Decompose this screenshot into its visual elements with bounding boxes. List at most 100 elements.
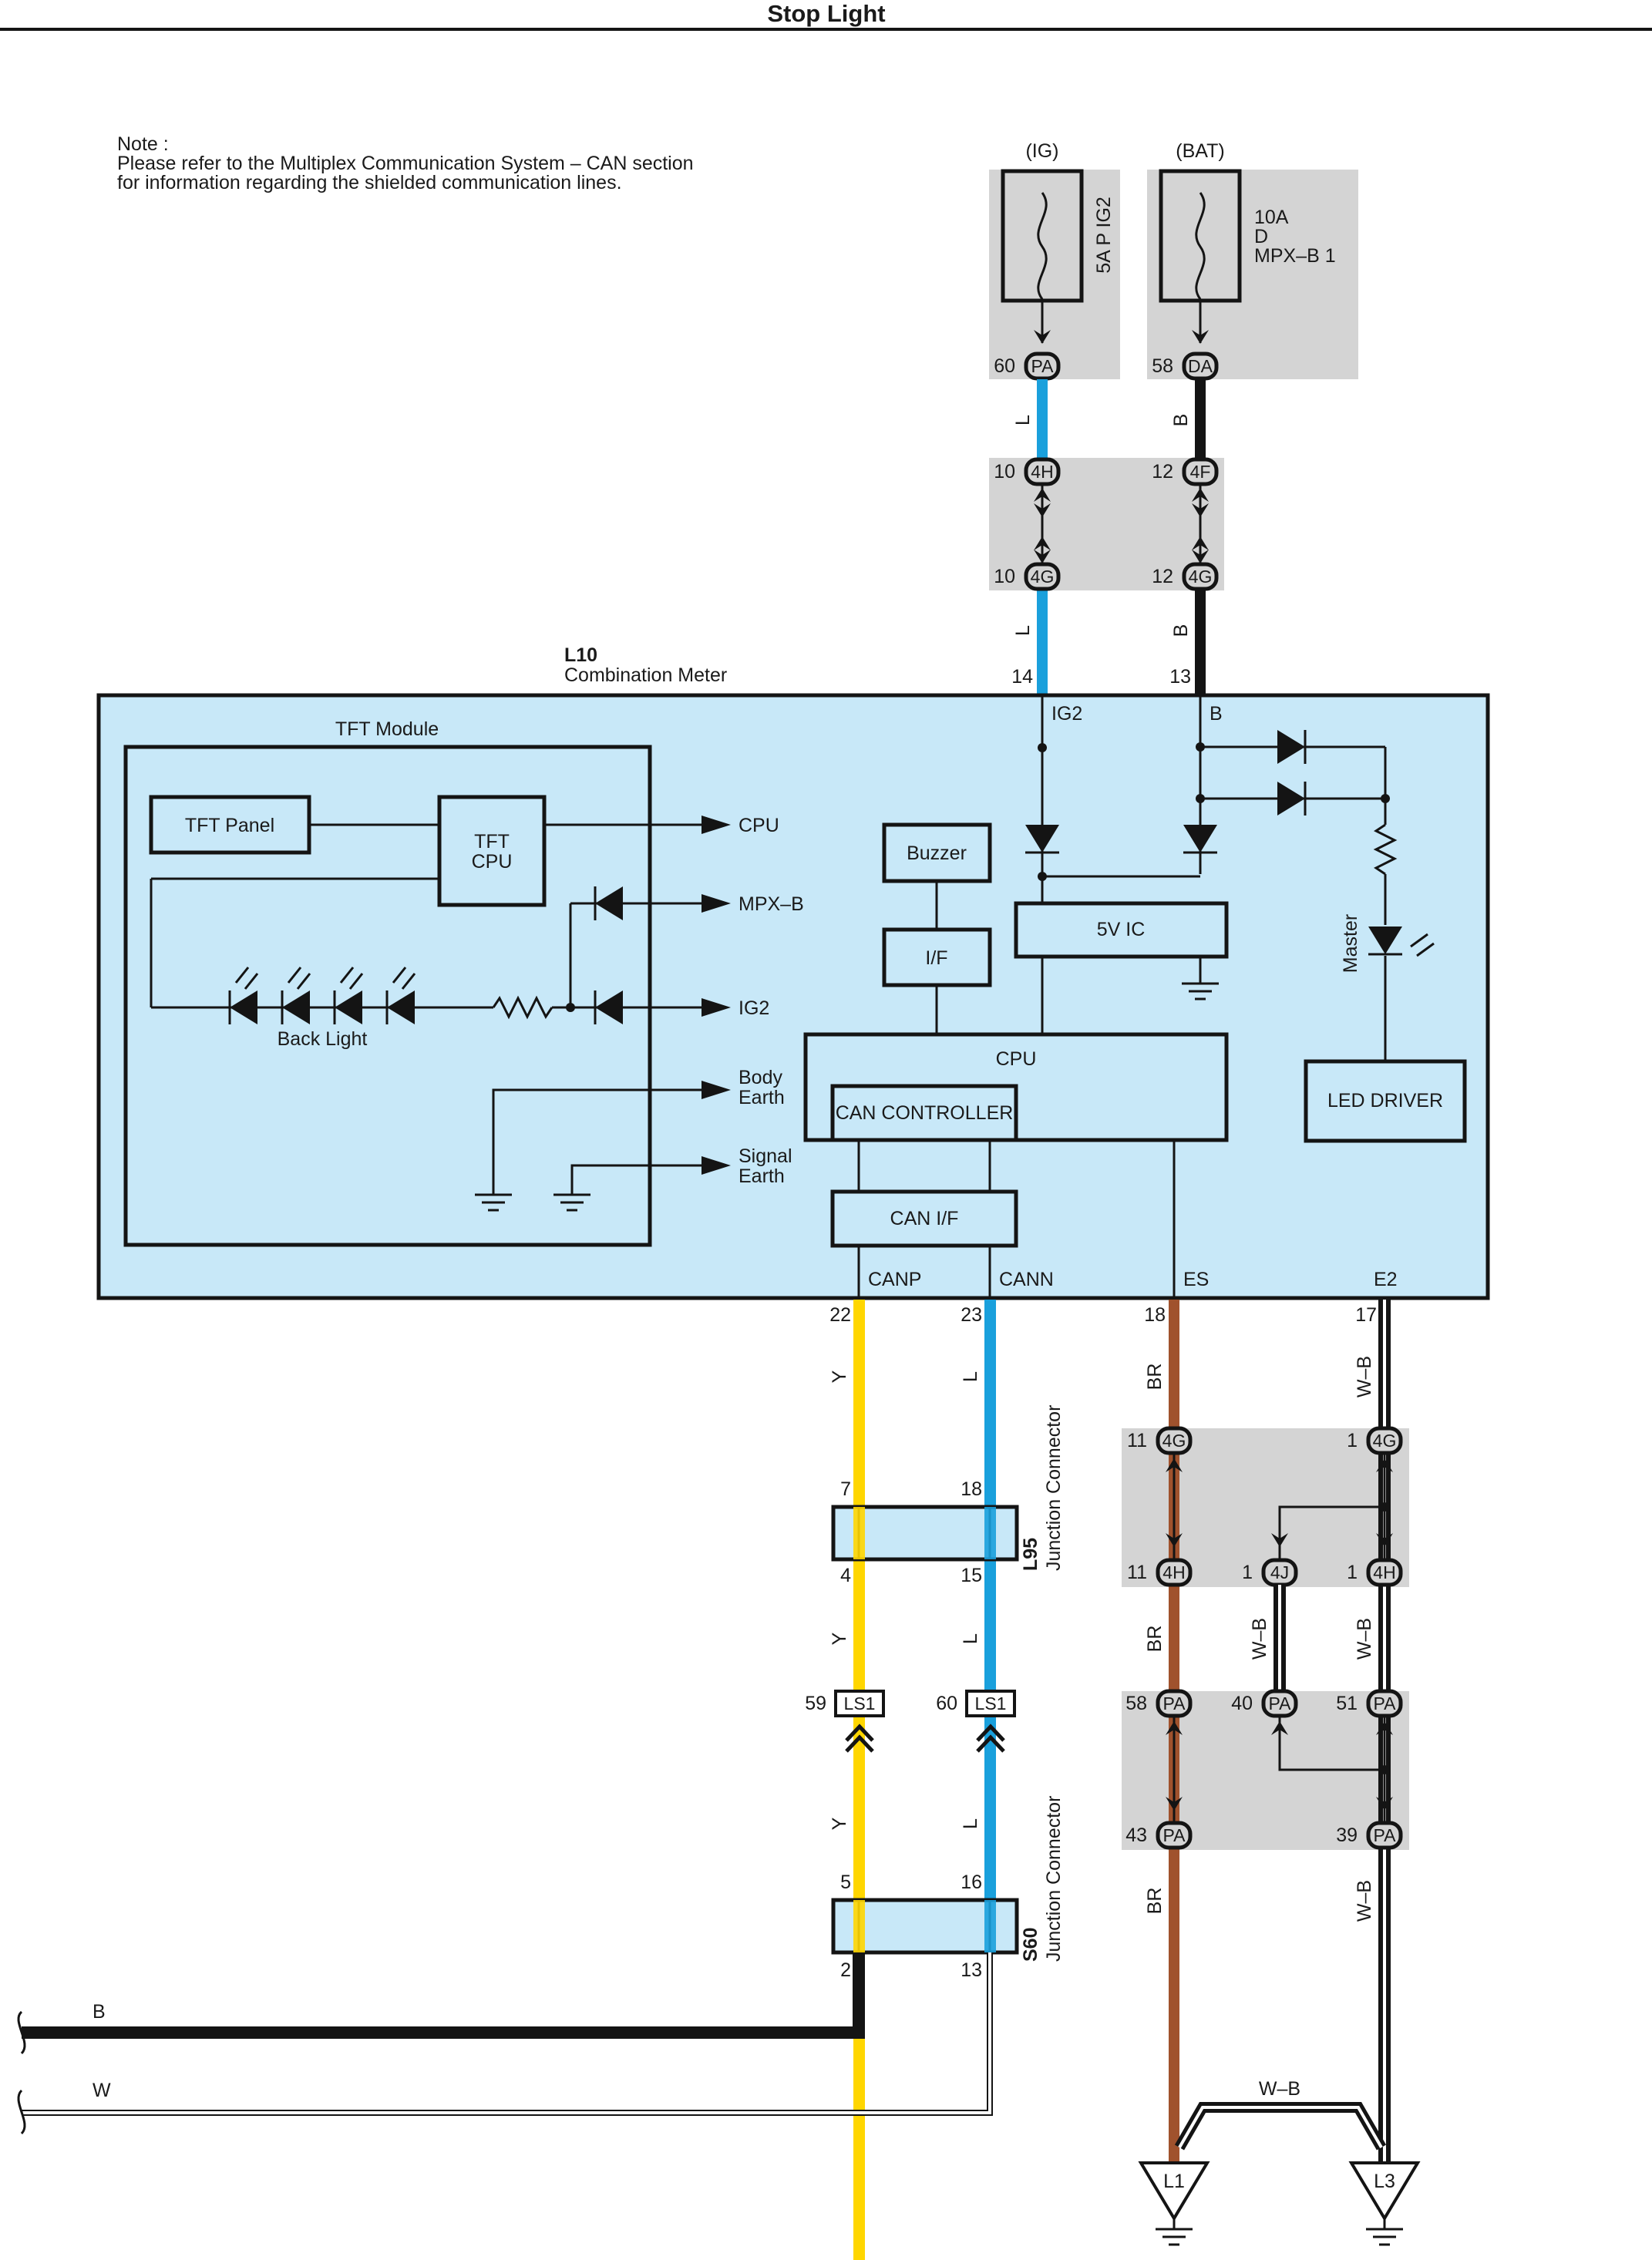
master-label: Master [1340,914,1361,973]
fuse-ig-connector: PA [1031,356,1055,376]
tft-cpu-label-2: CPU [472,851,513,873]
wire-l-cann [984,1300,996,1918]
pin-number: 15 [961,1565,982,1586]
wire-break-icon [17,2010,26,2055]
connector-ls1: 59 LS1 60 LS1 [805,1690,1016,1753]
wire-label-br: BR [1144,1364,1166,1391]
ground-l1-label: L1 [1163,2171,1185,2192]
arrow-icon [702,816,731,834]
wire-label-b: B [1170,414,1192,427]
tft-module-title: TFT Module [335,718,439,740]
note-line-1: Please refer to the Multiplex Communicat… [117,153,694,174]
interface-label: I/F [925,947,947,969]
tft-module [123,745,652,1247]
pin-number: 17 [1355,1304,1377,1326]
pin-number: 10 [994,566,1015,587]
ground-l3-label: L3 [1374,2171,1395,2192]
terminal-es: ES [1183,1269,1209,1290]
pin-number: 60 [936,1693,957,1714]
pin-number: 11 [1127,1430,1147,1451]
tft-output-body-2: Earth [739,1087,785,1108]
pin-number: 11 [1127,1562,1147,1583]
note-line-2: for information regarding the shielded c… [117,172,622,193]
wire-label-wb: W–B [1354,1618,1375,1660]
wire-label-l: L [1012,415,1034,425]
cpu-label: CPU [996,1048,1037,1070]
connector-id: 4G [1373,1431,1397,1451]
wire-label-br: BR [1144,1626,1166,1653]
pin-number: 40 [1231,1693,1253,1714]
ground-icon [1154,2217,1194,2246]
ground-point-l3: L3 [1348,2161,1421,2246]
pin-number: 1 [1347,1430,1358,1451]
fuse-ig-rating: 5A P IG2 [1093,197,1115,274]
connector-id: 4H [1162,1562,1185,1582]
terminal-canp: CANP [868,1269,921,1290]
pin-number: 12 [1152,461,1173,483]
pin-number: 18 [1144,1304,1166,1326]
tft-output-signal-1: Signal [739,1145,792,1167]
wire-label-y: Y [829,1632,850,1645]
junction-s60-name: Junction Connector [1043,1796,1065,1962]
pin-number: 1 [1347,1562,1358,1583]
connector-id: 4H [1031,462,1053,482]
wire-break-icon [17,2089,26,2135]
page-title: Stop Light [767,0,885,27]
wire-label-wb: W–B [1259,2078,1300,2100]
wire-label-wb: W–B [1354,1880,1375,1922]
wire-b-out [22,1952,865,2039]
pin-number: 7 [840,1478,851,1500]
fuse-bat-connector: DA [1188,356,1213,376]
terminal-ig2: IG2 [1051,703,1082,725]
pin-number: 13 [1169,666,1191,688]
arrow-icon [702,894,731,913]
pin-number: 4 [840,1565,851,1586]
tft-output-signal-2: Earth [739,1165,785,1187]
tft-output-mpxb: MPX–B [739,893,804,915]
ic-5v-label: 5V IC [1097,919,1146,940]
pin-number: 43 [1125,1824,1147,1846]
fuse-bat: (BAT) 10A D MPX–B 1 58 DA [1147,140,1358,381]
connector-id: 4H [1373,1562,1395,1582]
meter-name: Combination Meter [564,664,727,686]
buzzer-label: Buzzer [907,842,967,864]
pin-number: 14 [1011,666,1033,688]
connector-id: LS1 [975,1693,1007,1713]
pin-number: 39 [1336,1824,1358,1846]
connector-id: PA [1374,1693,1397,1713]
wire-label-l: L [1012,625,1034,636]
arrow-icon [702,1081,731,1099]
tft-output-cpu: CPU [739,815,779,836]
fuse-bat-rating: 10A [1254,207,1289,228]
wire-label-w: W [93,2080,111,2101]
back-light-label: Back Light [278,1028,368,1050]
tft-cpu-label-1: TFT [474,831,510,853]
fuse-icon [1037,192,1048,300]
pin-number: 59 [805,1693,826,1714]
pin-number: 51 [1336,1693,1358,1714]
tft-output-body-1: Body [739,1067,782,1088]
back-light-leds [228,967,416,1026]
pin-number: 16 [961,1872,982,1893]
connector-id: 4G [1031,567,1055,587]
junction-l95-id: L95 [1020,1538,1041,1571]
can-controller-label: CAN CONTROLLER [836,1102,1014,1124]
pin-number: 1 [1242,1562,1253,1583]
connector-id: 4F [1190,462,1211,482]
fuse-bat-pin: 58 [1152,355,1173,377]
terminal-e2: E2 [1374,1269,1398,1290]
led-driver [1304,1059,1467,1143]
junction-s60-id: S60 [1020,1928,1041,1962]
fuse-icon [1195,192,1206,300]
wire-wb-middle [1273,1585,1286,1691]
pin-number: 58 [1125,1693,1147,1714]
ground-icon [1364,2217,1405,2246]
wire-y-canp [853,1300,865,2260]
connector-id: PA [1374,1825,1397,1845]
tft-cpu [437,795,547,907]
wire-label-b: B [93,2001,106,2023]
wire-label-wb: W–B [1354,1356,1375,1397]
light-rays-icon [1410,933,1435,957]
resistor-icon [1373,823,1398,876]
connector-id: 4G [1162,1431,1186,1451]
